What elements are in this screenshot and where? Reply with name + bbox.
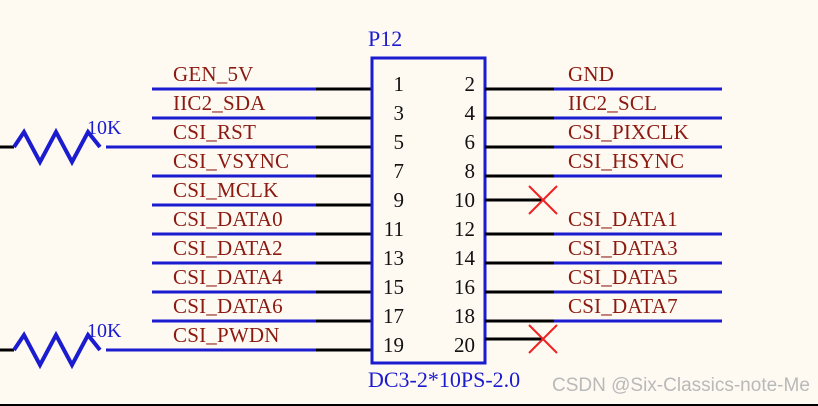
pin-number-13: 13 — [383, 246, 404, 270]
net-label-csi-data1[interactable]: CSI_DATA1 — [568, 207, 678, 231]
right-wire-group — [485, 87, 722, 341]
left-wire-group — [106, 87, 372, 352]
pin-number-20: 20 — [454, 333, 475, 357]
pin-number-1: 1 — [393, 72, 405, 96]
pin-number-19: 19 — [383, 333, 404, 357]
resistor-value-r-top[interactable]: 10K — [87, 117, 122, 139]
connector-footprint[interactable]: DC3-2*10PS-2.0 — [368, 367, 521, 392]
net-label-iic2-scl[interactable]: IIC2_SCL — [568, 91, 658, 115]
net-label-csi-mclk[interactable]: CSI_MCLK — [173, 178, 279, 202]
pin-number-5: 5 — [393, 130, 405, 154]
net-label-csi-pixclk[interactable]: CSI_PIXCLK — [568, 120, 690, 144]
pin-number-2: 2 — [464, 72, 476, 96]
connector-body-outline[interactable] — [370, 56, 487, 365]
net-label-csi-data4[interactable]: CSI_DATA4 — [173, 265, 283, 289]
pin-number-6: 6 — [464, 130, 476, 154]
resistor-symbol-r-bottom[interactable] — [0, 330, 102, 370]
pin-number-15: 15 — [383, 275, 404, 299]
net-label-gen-5v[interactable]: GEN_5V — [173, 62, 254, 86]
resistor-value-r-bottom[interactable]: 10K — [87, 320, 122, 342]
pin-number-4: 4 — [464, 101, 476, 125]
resistor-symbol-r-top[interactable] — [0, 127, 102, 167]
net-label-iic2-sda[interactable]: IIC2_SDA — [173, 91, 266, 115]
no-connect-marker-pin-10[interactable] — [528, 185, 558, 215]
net-label-csi-data3[interactable]: CSI_DATA3 — [568, 236, 678, 260]
pin-number-18: 18 — [454, 304, 475, 328]
pin-number-17: 17 — [383, 304, 404, 328]
net-label-csi-vsync[interactable]: CSI_VSYNC — [173, 149, 290, 173]
pin-number-9: 9 — [393, 188, 405, 212]
net-label-csi-hsync[interactable]: CSI_HSYNC — [568, 149, 685, 173]
net-label-csi-data7[interactable]: CSI_DATA7 — [568, 294, 678, 318]
watermark-text: CSDN @Six-Classics-note-Me — [552, 375, 810, 396]
net-label-csi-data2[interactable]: CSI_DATA2 — [173, 236, 283, 260]
net-label-csi-data6[interactable]: CSI_DATA6 — [173, 294, 283, 318]
net-label-csi-data0[interactable]: CSI_DATA0 — [173, 207, 283, 231]
pin-number-3: 3 — [393, 101, 405, 125]
net-label-csi-pwdn[interactable]: CSI_PWDN — [173, 323, 280, 347]
pin-number-16: 16 — [454, 275, 475, 299]
pin-number-14: 14 — [454, 246, 475, 270]
pin-number-8: 8 — [464, 159, 476, 183]
net-label-csi-data5[interactable]: CSI_DATA5 — [568, 265, 678, 289]
pin-number-11: 11 — [383, 217, 404, 241]
pin-number-10: 10 — [454, 188, 475, 212]
net-label-csi-rst[interactable]: CSI_RST — [173, 120, 257, 144]
no-connect-marker-pin-20[interactable] — [528, 324, 558, 354]
pin-number-12: 12 — [454, 217, 475, 241]
net-label-gnd[interactable]: GND — [568, 62, 615, 86]
pin-number-7: 7 — [393, 159, 405, 183]
connector-designator[interactable]: P12 — [368, 26, 403, 51]
